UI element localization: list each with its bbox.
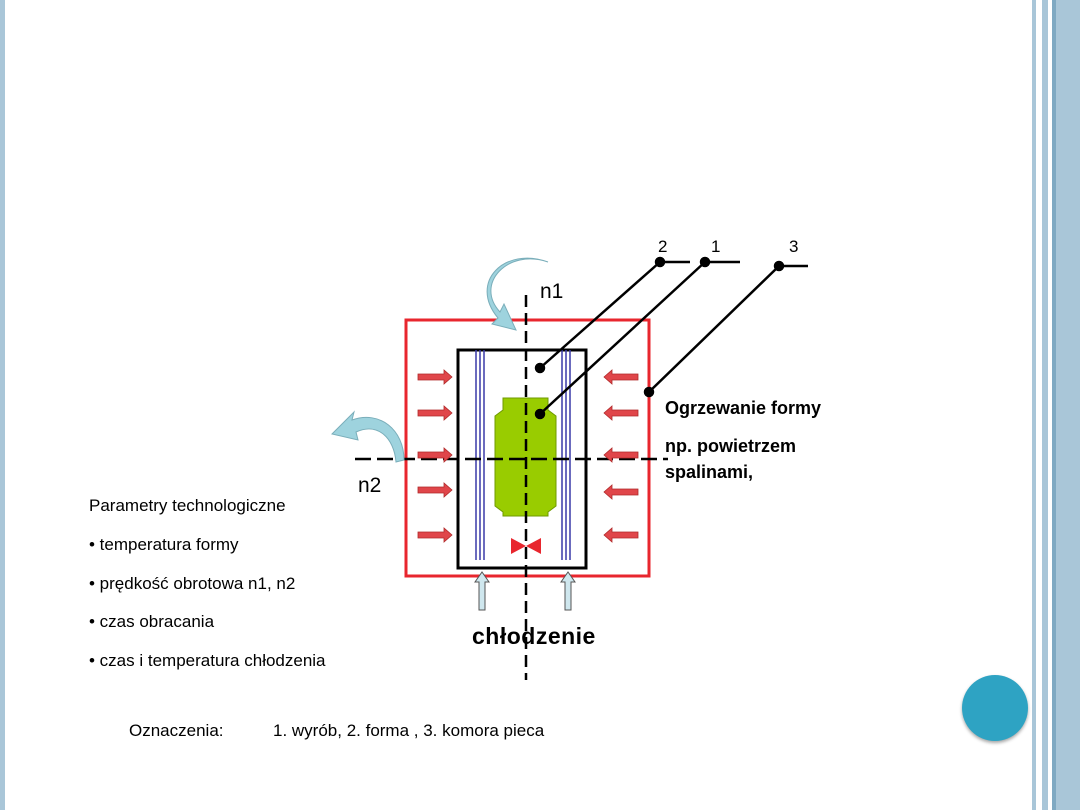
rotation-arrow-n1	[486, 257, 549, 331]
heating-title: Ogrzewanie formy	[665, 398, 822, 418]
heat-arrows-left	[417, 369, 453, 543]
rotation-label-n2: n2	[358, 474, 382, 497]
cooling-label: chłodzenie	[472, 623, 596, 649]
heat-arrows-right	[603, 369, 639, 543]
slide-side-decoration	[1032, 0, 1080, 810]
rotation-arrow-n2	[331, 410, 405, 463]
parameter-item: • czas obracania	[89, 612, 215, 631]
rotation-label-n1: n1	[540, 280, 564, 303]
mold-inner-walls	[475, 350, 571, 560]
left-border	[0, 0, 5, 810]
leader-lines	[534, 256, 808, 420]
parameters-title: Parametry technologiczne	[89, 496, 286, 515]
pointer-label-1: 1	[711, 237, 721, 256]
heating-line1: np. powietrzem	[665, 436, 797, 456]
pointer-label-2: 2	[658, 237, 668, 256]
parameter-item: • czas i temperatura chłodzenia	[89, 651, 326, 670]
legend-text: 1. wyrób, 2. forma , 3. komora pieca	[273, 721, 545, 740]
legend-label: Oznaczenia:	[129, 721, 224, 740]
parameter-item: • prędkość obrotowa n1, n2	[89, 574, 296, 593]
valve-symbol	[511, 538, 541, 554]
parameter-item: • temperatura formy	[89, 535, 239, 554]
pointer-label-3: 3	[789, 237, 799, 256]
accent-circle	[962, 675, 1028, 741]
cooling-arrows	[474, 571, 576, 611]
furnace-chamber	[404, 318, 651, 578]
heating-line2: spalinami,	[665, 462, 754, 482]
